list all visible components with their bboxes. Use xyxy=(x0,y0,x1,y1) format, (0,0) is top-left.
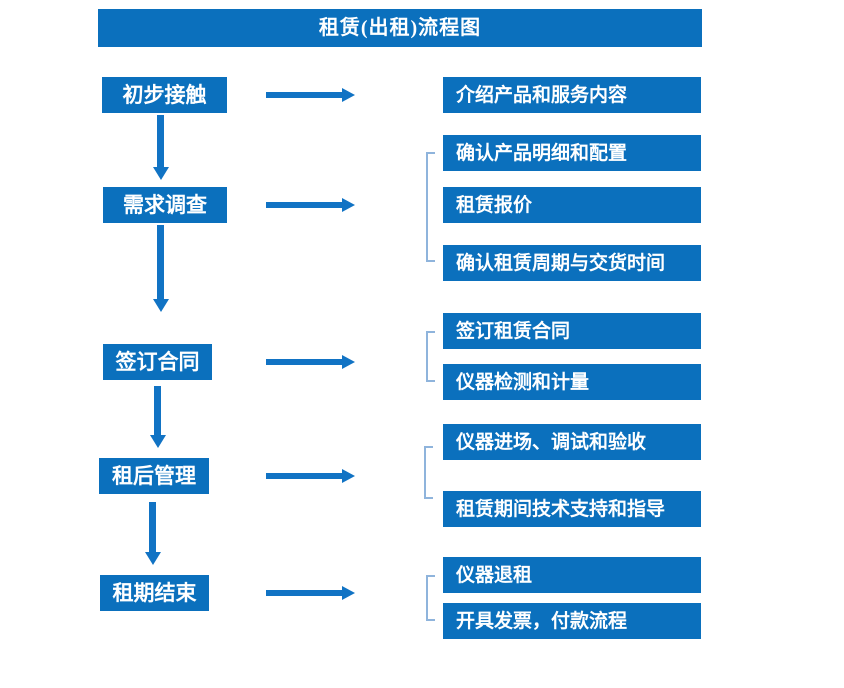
step-post-rental-management: 租后管理 xyxy=(99,458,209,494)
detail-rental-quote: 租赁报价 xyxy=(443,187,701,223)
arrow-down-icon xyxy=(152,115,169,180)
detail-invoice-payment: 开具发票，付款流程 xyxy=(443,603,701,639)
arrow-right-icon xyxy=(266,88,355,102)
bracket-group-demand-survey xyxy=(426,152,435,262)
arrow-down-icon xyxy=(152,225,169,312)
step-sign-contract: 签订合同 xyxy=(103,344,212,380)
flowchart-title: 租赁(出租)流程图 xyxy=(98,9,702,47)
step-initial-contact: 初步接触 xyxy=(102,77,227,113)
step-demand-survey: 需求调查 xyxy=(103,187,227,223)
detail-rental-tech-support: 租赁期间技术支持和指导 xyxy=(443,491,701,527)
arrow-shaft xyxy=(149,502,156,552)
arrow-shaft xyxy=(266,92,342,98)
arrow-head xyxy=(342,355,355,369)
arrow-head xyxy=(342,88,355,102)
arrow-head xyxy=(144,552,161,565)
detail-instrument-setup-acceptance: 仪器进场、调试和验收 xyxy=(443,424,701,460)
detail-confirm-period-delivery: 确认租赁周期与交货时间 xyxy=(443,245,701,281)
detail-instrument-testing: 仪器检测和计量 xyxy=(443,364,701,400)
bracket-group-rental-end xyxy=(426,575,435,621)
arrow-shaft xyxy=(157,115,164,167)
arrow-head xyxy=(152,299,169,312)
arrow-down-icon xyxy=(149,386,166,448)
arrow-head xyxy=(342,198,355,212)
arrow-right-icon xyxy=(266,355,355,369)
arrow-right-icon xyxy=(266,198,355,212)
detail-introduce-products-services: 介绍产品和服务内容 xyxy=(443,77,701,113)
bracket-group-post-rental xyxy=(424,446,433,499)
step-rental-end: 租期结束 xyxy=(100,575,209,611)
arrow-head xyxy=(342,586,355,600)
arrow-shaft xyxy=(154,386,161,435)
arrow-shaft xyxy=(266,359,342,365)
arrow-head xyxy=(342,469,355,483)
arrow-shaft xyxy=(266,473,342,479)
arrow-shaft xyxy=(157,225,164,299)
detail-confirm-product-config: 确认产品明细和配置 xyxy=(443,135,701,171)
arrow-head xyxy=(149,435,166,448)
arrow-head xyxy=(152,167,169,180)
bracket-group-sign-contract xyxy=(426,331,435,382)
arrow-shaft xyxy=(266,202,342,208)
arrow-shaft xyxy=(266,590,342,596)
detail-instrument-return: 仪器退租 xyxy=(443,557,701,593)
detail-sign-rental-contract: 签订租赁合同 xyxy=(443,313,701,349)
arrow-right-icon xyxy=(266,586,355,600)
arrow-down-icon xyxy=(144,502,161,565)
arrow-right-icon xyxy=(266,469,355,483)
